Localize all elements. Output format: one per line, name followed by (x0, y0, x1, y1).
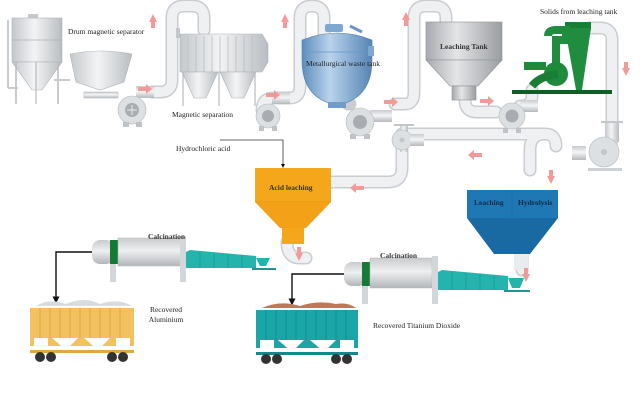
metallurgical-waste-tank (301, 24, 374, 108)
flow-arrow-left-icon (468, 150, 482, 160)
leaching-tank (425, 21, 503, 101)
flow-arrow-down-icon (547, 170, 555, 184)
label-metallurgical-waste-tank: Metallurgical waste tank (306, 59, 381, 68)
label-recovered-aluminium-line1: Recovered (149, 305, 183, 314)
label-leaching: Leaching (474, 198, 504, 207)
feed-hopper (69, 50, 133, 99)
label-drum-magnetic-separator: Drum magnetic separator (68, 27, 145, 36)
label-solids-from-leaching-tank: Solids from leaching tank (540, 7, 618, 16)
label-calcination-right: Calcination (380, 251, 418, 260)
discharge-line-aluminium (52, 251, 92, 304)
flow-arrows (138, 12, 630, 282)
discharge-line-titanium (288, 273, 344, 306)
screw-conveyor-right (438, 270, 530, 292)
flow-arrow-down-icon (295, 247, 303, 261)
flow-arrow-left-icon (350, 183, 364, 193)
flow-arrow-right-icon (266, 90, 280, 100)
wagon-aluminium (30, 300, 134, 362)
hydrochloric-acid-feed-line (220, 139, 285, 168)
label-acid-leaching: Acid leaching (269, 183, 313, 192)
flow-arrow-up-icon (402, 12, 410, 26)
flow-arrow-up-icon (281, 14, 289, 28)
blower-1 (117, 86, 154, 127)
flow-arrow-right-icon (480, 96, 494, 106)
label-hydrochloric-acid: Hydrochloric acid (176, 144, 231, 153)
label-leaching-tank: Leaching Tank (440, 42, 488, 51)
flow-arrow-down-icon (622, 62, 630, 76)
flow-arrow-right-icon (138, 84, 152, 94)
acid-leaching-tank (255, 168, 331, 244)
label-recovered-aluminium: Recovered Aluminium (146, 306, 186, 323)
screw-conveyor-left (186, 250, 276, 270)
label-hydrolysis: Hydrolysis (518, 198, 553, 207)
label-recovered-aluminium-line2: Aluminium (148, 314, 184, 324)
blower-5 (498, 100, 538, 133)
label-magnetic-separation: Magnetic separation (172, 110, 234, 119)
cyclone-separator (512, 22, 612, 94)
blower-3 (345, 107, 392, 139)
wagon-titanium-dioxide (256, 302, 358, 364)
calcination-kiln-right (344, 256, 438, 304)
blower-4 (391, 124, 424, 152)
magnetic-separation-unit (176, 28, 269, 106)
calcination-kiln-left (92, 236, 186, 282)
drum-magnetic-separator (7, 14, 70, 104)
label-recovered-titanium-dioxide: Recovered Titanium Dioxide (373, 321, 461, 330)
blower-2 (255, 92, 290, 131)
flow-arrow-down-icon (522, 268, 530, 282)
flow-arrow-up-icon (149, 14, 157, 28)
blower-6 (572, 121, 623, 171)
leaching-hydrolysis-tank (467, 190, 558, 270)
label-calcination-left: Calcination (148, 232, 186, 241)
flow-arrow-right-icon (384, 97, 398, 107)
